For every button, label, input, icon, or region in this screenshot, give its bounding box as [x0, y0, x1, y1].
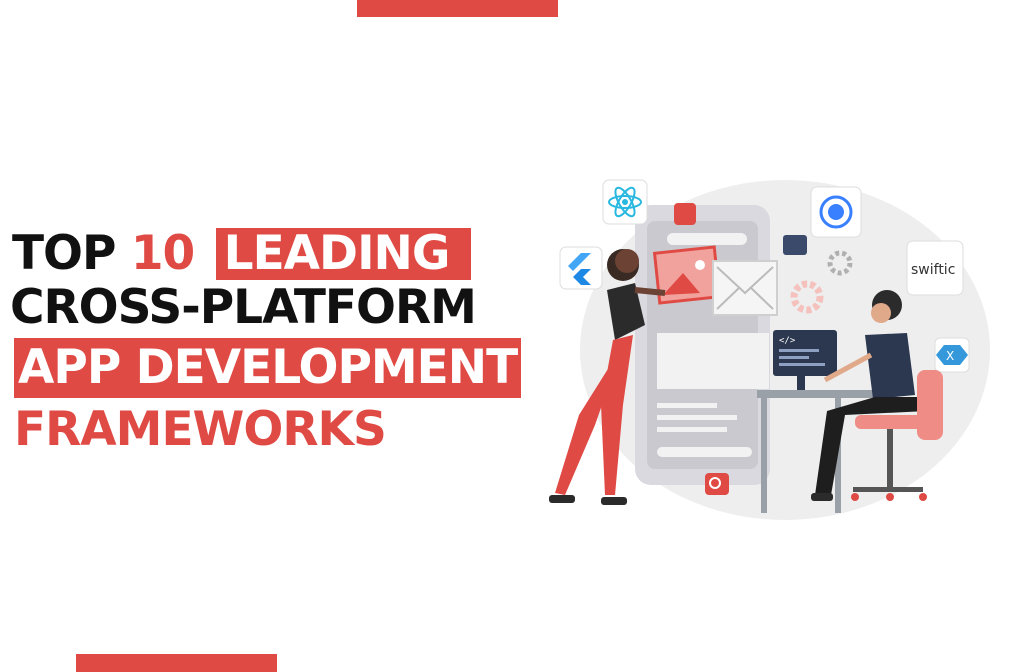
react-icon — [602, 179, 648, 225]
headline-line-3: APP DEVELOPMENT — [14, 338, 522, 398]
ionic-icon — [810, 186, 862, 238]
gear-icon-2 — [790, 280, 824, 314]
headline-line-2: CROSS-PLATFORM — [10, 280, 477, 335]
office-chair — [851, 370, 943, 501]
developer-illustration: swiftic X </> — [549, 179, 990, 520]
gear-icon — [827, 250, 853, 276]
top-accent-bar — [357, 0, 558, 17]
swiftic-text: swiftic — [911, 262, 955, 278]
headline-highlight: LEADING — [215, 228, 472, 280]
man-figure — [811, 290, 927, 501]
flutter-icon — [559, 246, 603, 290]
home-icon — [674, 203, 696, 225]
svg-text:X: X — [946, 349, 954, 363]
swiftic-logo: swiftic — [906, 240, 964, 296]
menu-icon — [783, 235, 807, 255]
xamarin-icon: X — [934, 337, 970, 373]
mail-card — [712, 260, 778, 316]
headline-top-word: TOP — [12, 226, 116, 281]
search-icon — [705, 473, 729, 495]
headline-line-4: FRAMEWORKS — [14, 402, 387, 457]
headline-number: 10 — [130, 226, 195, 281]
desk — [757, 390, 897, 398]
code-tag: </> — [779, 336, 796, 346]
bottom-accent-bar — [76, 654, 277, 672]
headline-line-1: TOP 10 LEADING — [12, 226, 472, 281]
woman-figure — [549, 249, 666, 505]
